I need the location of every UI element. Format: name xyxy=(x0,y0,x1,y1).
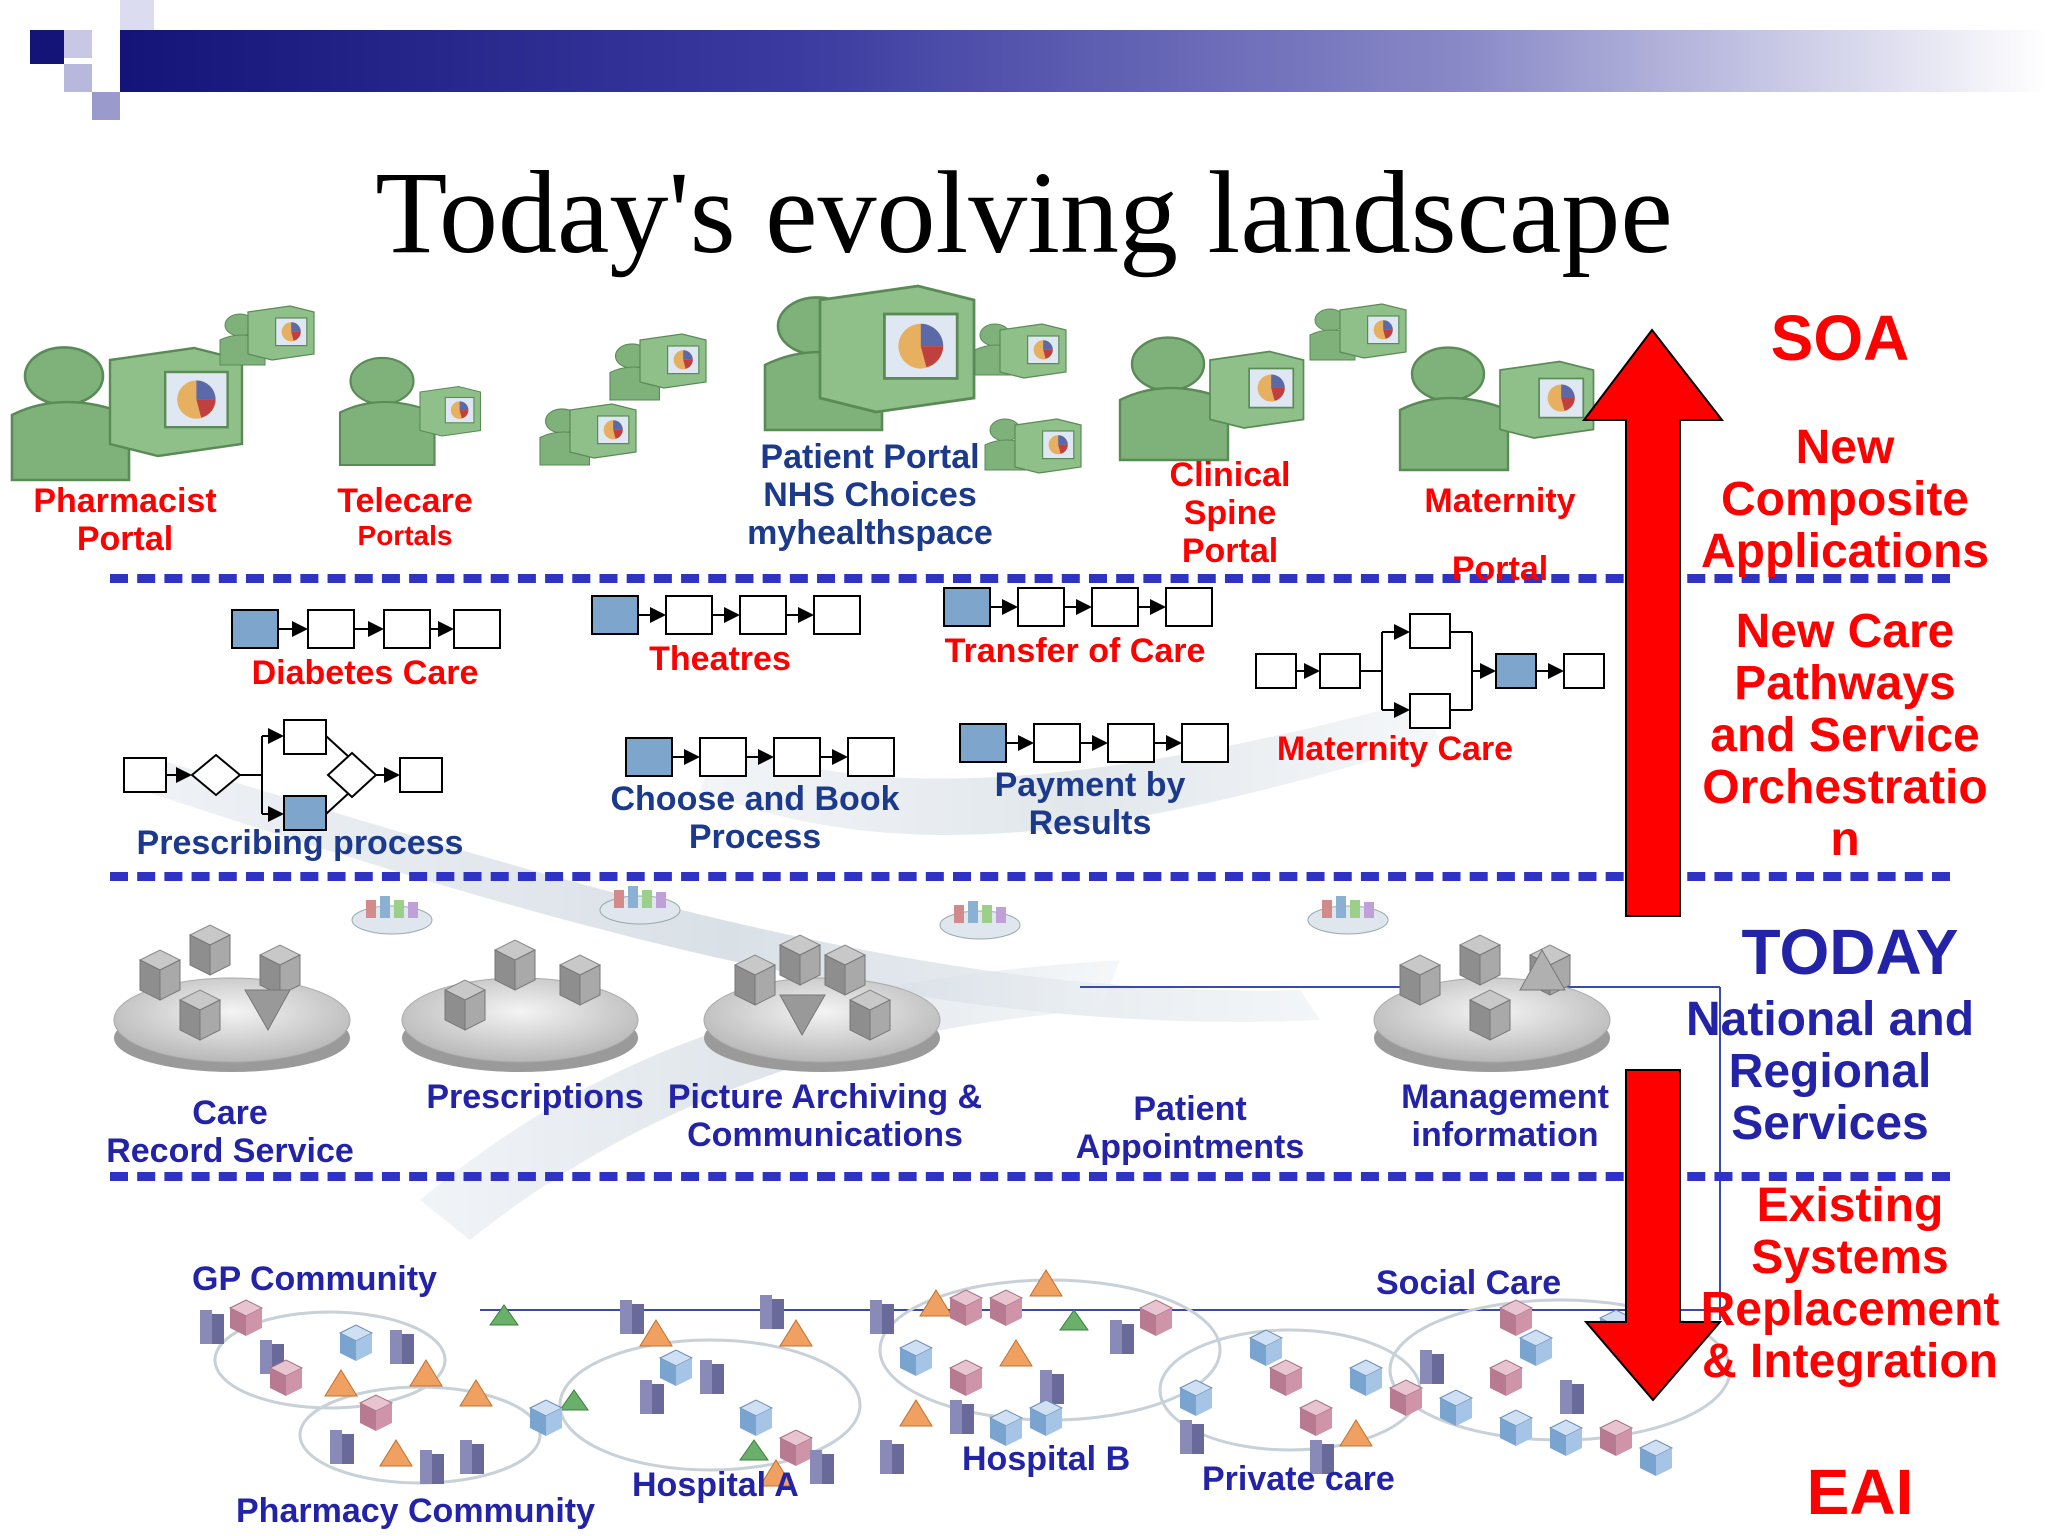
process-label-prescribing: Prescribing process xyxy=(136,824,464,862)
community-label-pharmacy: Pharmacy Community xyxy=(236,1492,595,1530)
process-label-diabetes: Diabetes Care xyxy=(251,654,479,692)
community-label-hospital-b: Hospital B xyxy=(962,1440,1131,1478)
community-label-social: Social Care xyxy=(1376,1264,1562,1302)
page-title: Today's evolving landscape xyxy=(375,147,1673,278)
header-square-dark xyxy=(30,30,64,64)
band-divider-3 xyxy=(110,1172,1950,1181)
up-arrow xyxy=(1581,328,1725,917)
community-label-hospital-a: Hospital A xyxy=(632,1466,799,1504)
process-label-transfer: Transfer of Care xyxy=(944,632,1206,670)
process-label-maternity-care: Maternity Care xyxy=(1276,730,1514,768)
down-arrow xyxy=(1583,1069,1723,1402)
label-today: TODAY xyxy=(1741,916,1959,988)
process-label-theatres: Theatres xyxy=(649,640,791,678)
header-bar xyxy=(120,30,2048,92)
service-label-prescriptions: Prescriptions xyxy=(426,1078,644,1116)
band-divider-1 xyxy=(110,574,1950,583)
label-eai: EAI xyxy=(1806,1456,1914,1528)
label-soa: SOA xyxy=(1770,302,1910,374)
community-label-gp: GP Community xyxy=(192,1260,437,1298)
band-divider-2 xyxy=(110,872,1950,881)
service-label-pacs: Picture Archiving &Communications xyxy=(667,1078,983,1154)
header-square-pale xyxy=(120,0,154,30)
header-square-light xyxy=(64,64,92,92)
community-label-private: Private care xyxy=(1202,1460,1395,1498)
header-square-mid xyxy=(64,30,92,58)
header-square-light2 xyxy=(92,92,120,120)
